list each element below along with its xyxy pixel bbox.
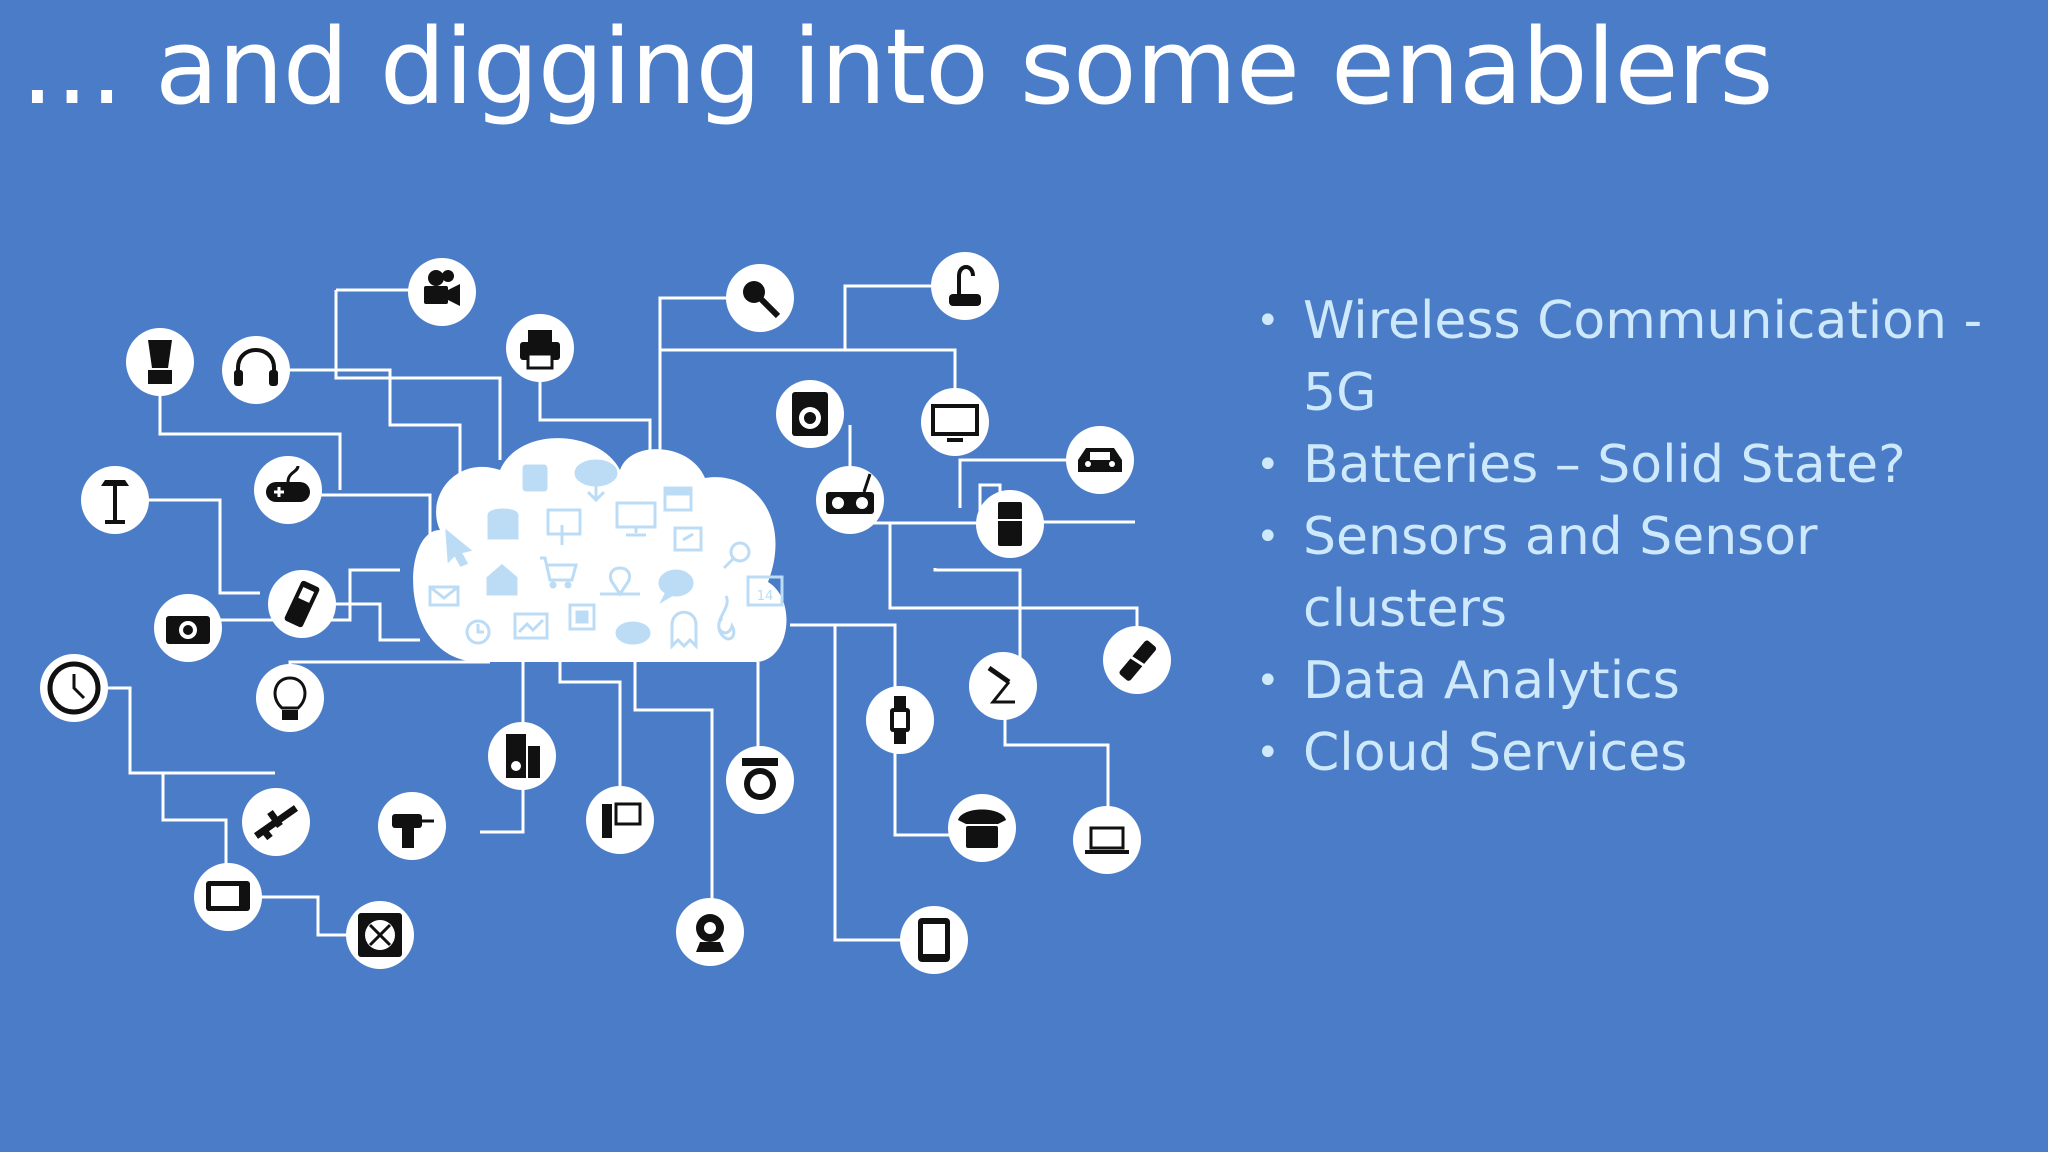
laptop-icon [1073,806,1141,874]
list-item: • Data Analytics [1250,645,2010,717]
microphone-icon [726,264,794,332]
list-item: • Wireless Communication - 5G [1250,285,2010,429]
mail-icon [428,585,460,607]
bullet-text: Cloud Services [1303,723,1688,783]
cursor-icon [445,528,473,567]
bullet-icon: • [1256,514,1280,560]
fan-icon [346,901,414,969]
slide-title: … and digging into some enablers [20,6,1774,128]
list-item: • Cloud Services [1250,717,2010,789]
clock-icon [465,619,491,645]
boombox-icon [816,466,884,534]
webcam-icon [676,898,744,966]
tablet-icon [900,906,968,974]
washing-machine-icon [776,380,844,448]
bullet-icon: • [1256,730,1280,776]
calendar-date-icon [746,575,784,607]
location-pin-icon [600,566,640,597]
chat-icon [658,569,694,604]
database-icon [487,508,519,540]
list-item: • Sensors and Sensor clusters [1250,501,2010,645]
ghost-icon [670,610,698,650]
chart-icon [513,612,549,640]
cloud-calendar-label: 14 [757,589,774,604]
bullet-icon: • [1256,298,1280,344]
bullet-text: Sensors and Sensor clusters [1303,507,1818,639]
light-bulb-icon [256,664,324,732]
floor-lamp-icon [81,466,149,534]
bullet-text: Batteries – Solid State? [1303,435,1906,495]
connector-lines [74,284,1139,942]
device-nodes [40,252,1171,974]
home-icon [486,564,518,596]
touch-screen-icon [546,508,582,545]
refrigerator-icon [976,490,1044,558]
desk-lamp-icon [969,652,1037,720]
camera-icon [154,594,222,662]
film-icon [615,621,651,645]
chip-icon [568,603,596,631]
airplane-icon [242,788,310,856]
cart-icon [540,556,578,589]
bullet-icon: • [1256,658,1280,704]
calendar-icon [663,486,693,512]
gamepad-icon [254,456,322,524]
sync-icon [673,526,703,552]
blender-icon [126,328,194,396]
bullet-text: Wireless Communication - 5G [1303,291,1983,423]
satellite-icon [1103,626,1171,694]
monitor-icon [615,501,657,537]
vacuum-cleaner-icon [931,252,999,320]
bullet-text: Data Analytics [1303,651,1680,711]
video-camera-icon [408,258,476,326]
music-note-icon [717,595,736,641]
bullet-icon: • [1256,442,1280,488]
car-icon [1066,426,1134,494]
kitchen-scale-icon [726,746,794,814]
drill-icon [378,792,446,860]
list-item: • Batteries – Solid State? [1250,429,2010,501]
speaker-icon [488,722,556,790]
desktop-computer-icon [586,786,654,854]
shopping-bag-icon [522,464,548,492]
headphones-icon [222,336,290,404]
cloud-download-icon [574,459,618,503]
wall-clock-icon [40,654,108,722]
printer-icon [506,314,574,382]
smartwatch-icon [866,686,934,754]
tv-monitor-icon [921,388,989,456]
cloud-icon: 14 [413,438,787,662]
search-icon [722,541,751,570]
old-tv-icon [194,863,262,931]
mobile-phone-icon [268,570,336,638]
enablers-list: • Wireless Communication - 5G • Batteries … [1250,285,2010,789]
iot-diagram: 14 [40,252,1171,974]
telephone-icon [948,794,1016,862]
